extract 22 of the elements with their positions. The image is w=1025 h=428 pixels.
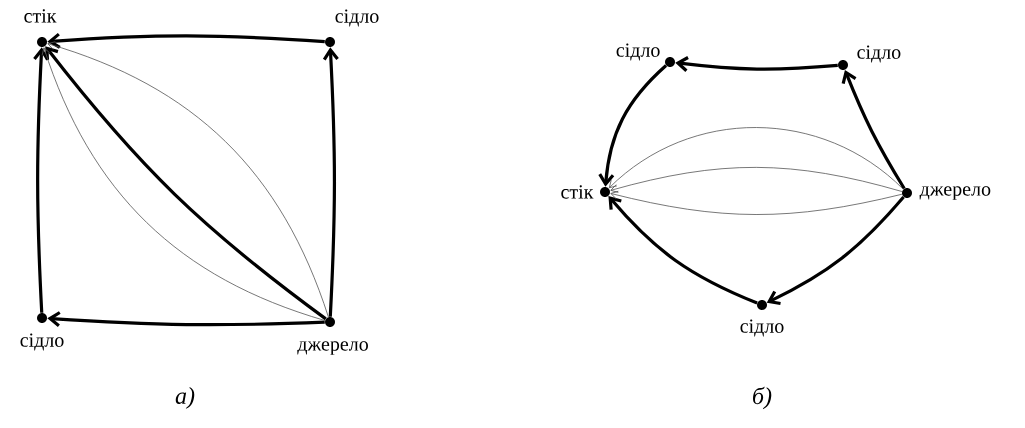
arrow xyxy=(608,196,758,305)
arrow xyxy=(608,127,904,190)
vertex-label: сідло xyxy=(616,43,660,61)
vertex-label: сідло xyxy=(20,333,64,351)
arrow xyxy=(610,167,903,193)
vertex-label: стік xyxy=(24,9,57,23)
vertex-label: сідло xyxy=(857,45,901,63)
vertex-label: джерело xyxy=(297,341,368,355)
vertex-label: сідло xyxy=(740,319,784,337)
arrow xyxy=(766,195,905,306)
arrow xyxy=(598,64,668,187)
arrow xyxy=(47,32,325,49)
vertex-label: стік xyxy=(561,185,594,199)
arrow xyxy=(322,47,339,317)
arrow xyxy=(610,190,903,215)
arrow xyxy=(841,69,906,190)
panel-label: а) xyxy=(175,387,195,409)
panel-label: б) xyxy=(753,386,772,410)
vertex-label: сідло xyxy=(335,9,379,27)
arrow xyxy=(675,56,838,72)
vertex-label: джерело xyxy=(919,186,991,200)
arrow xyxy=(47,311,325,328)
